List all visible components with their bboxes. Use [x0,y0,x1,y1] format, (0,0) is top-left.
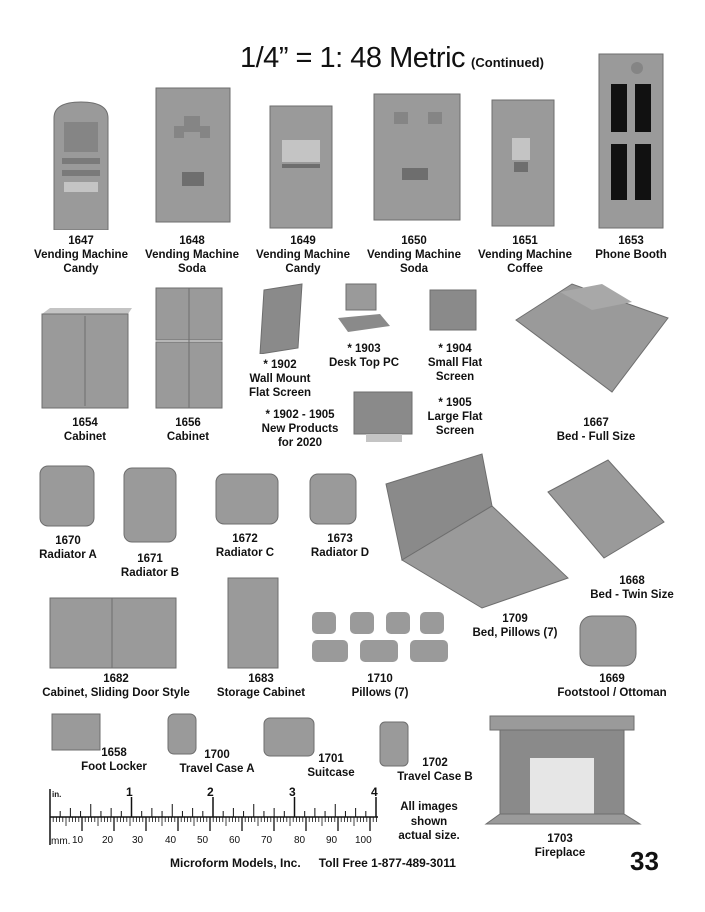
product-image-1673 [309,473,357,525]
product-image-1701 [263,717,315,757]
product-image-1700 [167,713,197,755]
product-image-1654 [41,308,132,409]
ruler-mm-unit: mm. [51,836,71,847]
product-image-1682 [49,597,177,669]
footer: Microform Models, Inc. Toll Free 1-877-48… [170,856,474,870]
product-image-1656 [155,287,223,409]
product-image-1904 [429,289,477,331]
product-image-1709 [385,453,569,609]
scale-title: 1/4” = 1: 48 Metric [240,42,466,74]
product-image-1667 [515,283,669,393]
ruler-inch-label-2: 2 [207,785,214,799]
product-image-1668 [547,459,665,559]
product-image-1671 [123,467,177,543]
product-image-1650 [373,93,461,221]
product-image-1905 [353,391,413,442]
product-image-1903 [338,283,390,332]
ruler-inch-label-4: 4 [371,785,378,799]
product-image-1710 [312,612,448,662]
ruler-mm-label-30: 30 [132,835,144,846]
scale-ruler: in. 1 2 3 4 mm. 10 20 30 40 50 60 70 80 … [48,785,380,847]
ruler-mm-label-90: 90 [326,835,338,846]
ruler-inch-label-1: 1 [126,785,133,799]
ruler-mm-label-80: 80 [294,835,306,846]
product-image-1651 [491,99,555,227]
product-image-1703 [484,715,642,825]
ruler-mm-label-70: 70 [261,835,273,846]
product-image-1649 [269,105,333,229]
product-image-1658 [51,713,101,751]
ruler-ticks [49,789,378,845]
company-name: Microform Models, Inc. [170,856,301,870]
product-image-1672 [215,473,279,525]
ruler-mm-label-40: 40 [165,835,177,846]
ruler-mm-label-50: 50 [197,835,209,846]
page-title: 1/4” = 1: 48 Metric (Continued) [240,42,544,75]
product-image-1669 [579,615,637,667]
product-image-1653 [598,53,664,229]
product-image-1648 [155,87,231,223]
continued-label: (Continued) [471,55,544,70]
product-image-1670 [39,465,95,527]
phone-number: Toll Free 1-877-489-3011 [318,856,456,870]
ruler-mm-label-10: 10 [72,835,84,846]
product-image-1902 [259,283,303,354]
product-image-1683 [227,577,279,669]
product-image-1647 [53,101,109,230]
ruler-mm-label-60: 60 [229,835,241,846]
ruler-mm-label-100: 100 [355,835,372,846]
page-number: 33 [630,846,659,876]
ruler-inch-unit: in. [52,790,62,799]
ruler-mm-label-20: 20 [102,835,114,846]
ruler-inch-label-3: 3 [289,785,296,799]
product-image-1702 [379,721,409,767]
